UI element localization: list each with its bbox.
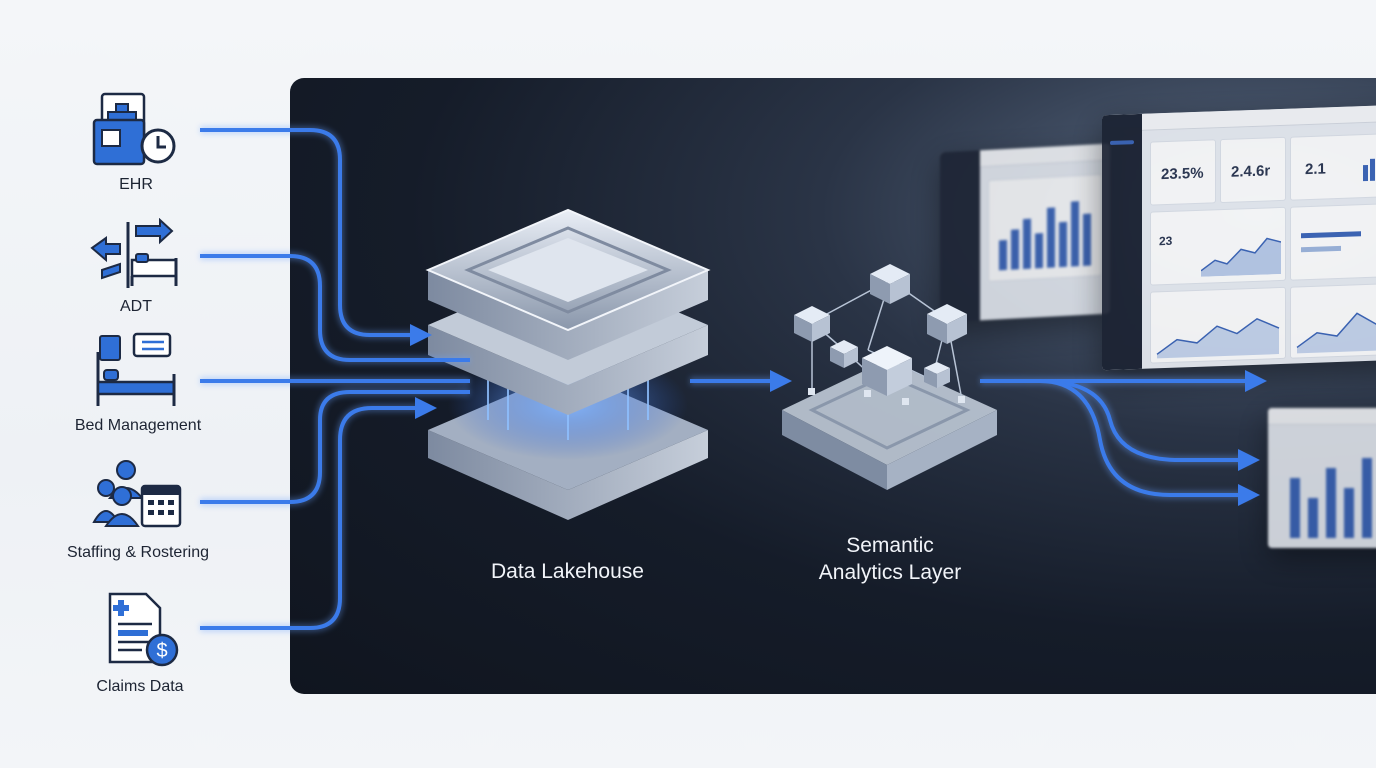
semantic-label-line1: Semantic bbox=[846, 534, 934, 557]
cube-node bbox=[862, 346, 912, 396]
line-chart-card: 23 bbox=[1150, 206, 1286, 286]
bed-management-icon bbox=[96, 332, 176, 406]
svg-text:$: $ bbox=[156, 640, 167, 662]
flow-line-staff bbox=[200, 390, 470, 504]
source-label-bed-management: Bed Management bbox=[74, 417, 202, 434]
cube-node bbox=[870, 264, 910, 304]
lakehouse-label: Data Lakehouse bbox=[491, 560, 644, 583]
cube-node bbox=[924, 362, 950, 388]
adt-arrows-bed-icon bbox=[90, 218, 178, 288]
arrow-head-icon bbox=[770, 370, 792, 392]
diagram-panel: 23.5% 2.4.6r 2.1 23 bbox=[290, 78, 1376, 694]
dashboard-preview-bottom bbox=[1268, 408, 1376, 548]
source-label-staffing: Staffing & Rostering bbox=[66, 544, 209, 561]
area-chart-card bbox=[1290, 282, 1376, 359]
cube-node bbox=[794, 306, 830, 342]
source-label-claims: Claims Data bbox=[96, 678, 184, 695]
cube-node bbox=[830, 340, 858, 368]
dashboard-preview-main: 23.5% 2.4.6r 2.1 23 bbox=[1102, 104, 1376, 371]
source-label-ehr: EHR bbox=[119, 176, 153, 193]
arrow-head-icon bbox=[410, 324, 432, 346]
source-label-adt: ADT bbox=[120, 298, 152, 315]
kpi-card: 2.1 bbox=[1290, 132, 1376, 201]
semantic-label: Semantic Analytics Layer bbox=[790, 532, 990, 586]
ehr-clipboard-clock-icon bbox=[92, 92, 176, 166]
stacked-layers-icon bbox=[425, 208, 711, 520]
flow-line-claims bbox=[200, 406, 425, 630]
flow-line-ehr bbox=[200, 128, 420, 337]
staff-calendar-icon bbox=[92, 460, 182, 528]
cube-node bbox=[927, 304, 967, 344]
flow-line-adt bbox=[200, 254, 470, 362]
flow-line-out-2 bbox=[1039, 379, 1240, 462]
bar-chart-thumbnail bbox=[1290, 458, 1372, 538]
arrow-head-icon bbox=[1245, 370, 1267, 392]
claims-document-dollar-icon: $ bbox=[108, 592, 179, 667]
semantic-label-line2: Analytics Layer bbox=[818, 561, 962, 584]
bar-chart-thumbnail bbox=[999, 201, 1091, 271]
arrow-head-icon bbox=[415, 397, 437, 419]
cube-network-icon bbox=[782, 264, 997, 490]
arrow-head-icon bbox=[1238, 449, 1260, 471]
flow-line-out-3 bbox=[1039, 379, 1240, 497]
area-chart-card bbox=[1150, 286, 1286, 364]
arrow-head-icon bbox=[1238, 484, 1260, 506]
dashboard-preview-left bbox=[940, 143, 1110, 323]
